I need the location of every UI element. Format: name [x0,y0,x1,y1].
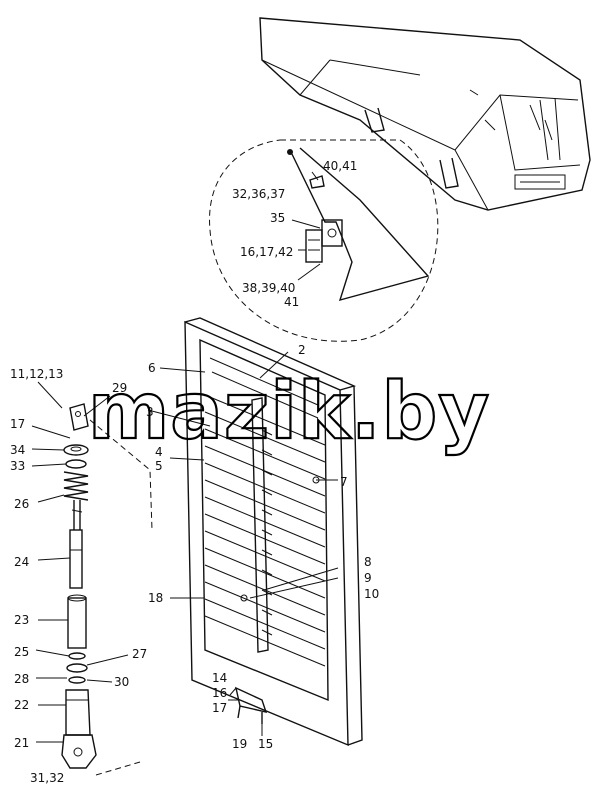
watermark-text: mazik.by [88,367,490,457]
radiator-shutter [184,317,363,747]
label-32-36-37: 32,36,37 [232,187,285,201]
label-38-39-40: 38,39,40 [242,281,295,295]
bus-outline [259,17,591,211]
label-15: 15 [258,737,273,751]
label-25: 25 [14,645,29,659]
label-14: 14 [212,671,227,685]
label-16: 16 [212,686,227,700]
label-41: 41 [284,295,299,309]
label-5: 5 [155,459,163,473]
label-10: 10 [364,587,379,601]
label-24: 24 [14,555,29,569]
label-17-top: 17 [10,417,25,431]
label-26: 26 [14,497,29,511]
label-6: 6 [148,361,156,375]
label-22: 22 [14,698,29,712]
label-35: 35 [270,211,285,225]
label-30: 30 [114,675,129,689]
label-19: 19 [232,737,247,751]
label-40-41: 40,41 [323,159,357,173]
label-29: 29 [112,381,127,395]
label-28: 28 [14,672,29,686]
label-3: 3 [146,405,154,419]
label-18: 18 [148,591,163,605]
label-9: 9 [364,571,372,585]
actuator-column [61,403,153,776]
control-cable-assembly [287,147,430,302]
label-34: 34 [10,443,25,457]
label-8: 8 [364,555,372,569]
label-2: 2 [298,343,306,357]
leader-lines [31,171,339,743]
label-17-bottom: 17 [212,701,227,715]
label-31-32: 31,32 [30,771,64,785]
label-11-12-13: 11,12,13 [10,367,63,381]
label-27: 27 [132,647,147,661]
part-number-labels: 40,41 32,36,37 35 16,17,42 38,39,40 41 2… [10,159,379,785]
label-23: 23 [14,613,29,627]
label-7: 7 [340,475,348,489]
label-4: 4 [155,445,163,459]
label-33: 33 [10,459,25,473]
detail-zoom-circle [209,139,439,342]
label-16-17-42: 16,17,42 [240,245,293,259]
label-21: 21 [14,736,29,750]
